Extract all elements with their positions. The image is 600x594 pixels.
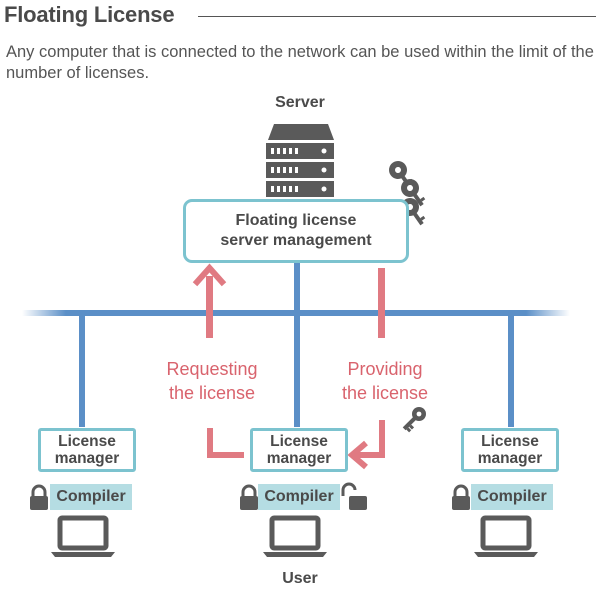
network-drop-right [508, 313, 514, 427]
laptop-icon [263, 515, 327, 557]
unlock-icon [341, 482, 367, 510]
compiler-badge: Compiler [50, 484, 132, 510]
key-icon [401, 179, 426, 207]
server-box-line1: Floating license [235, 212, 357, 229]
license-manager-line1: License [481, 433, 539, 450]
license-manager-box: License manager [461, 428, 559, 472]
lock-icon [452, 484, 470, 510]
license-manager-box: License manager [250, 428, 348, 472]
provide-label-line2: the license [341, 383, 429, 403]
page-subtitle: Any computer that is connected to the ne… [6, 43, 594, 82]
license-manager-line1: License [270, 433, 328, 450]
license-manager-box: License manager [38, 428, 136, 472]
lock-icon [30, 484, 48, 510]
request-arrow [192, 263, 244, 458]
provide-line-top [378, 268, 385, 338]
title-divider [198, 16, 596, 17]
provide-label-line1: Providing [347, 359, 423, 379]
compiler-badge: Compiler [471, 484, 553, 510]
license-manager-line2: manager [54, 450, 120, 467]
license-manager-line1: License [58, 433, 116, 450]
request-label-line2: the license [168, 383, 256, 403]
user-label: User [282, 570, 318, 587]
request-label: Requesting the license [152, 357, 272, 405]
server-box-line2: server management [220, 232, 372, 249]
laptop-icon [51, 515, 115, 557]
server-rack-icon [266, 124, 334, 197]
network-drop-left [79, 313, 85, 427]
license-manager-line2: manager [266, 450, 332, 467]
request-label-line1: Requesting [166, 359, 258, 379]
server-label: Server [275, 94, 325, 111]
floating-license-server-box: Floating license server management [183, 199, 409, 263]
compiler-badge: Compiler [258, 484, 340, 510]
provide-arrow [347, 420, 385, 470]
network-drop-server [294, 262, 300, 427]
license-manager-line2: manager [477, 450, 543, 467]
page-title: Floating License [4, 2, 175, 27]
provide-label: Providing the license [325, 357, 445, 405]
key-icon [402, 407, 426, 433]
lock-icon [240, 484, 258, 510]
laptop-icon [474, 515, 538, 557]
